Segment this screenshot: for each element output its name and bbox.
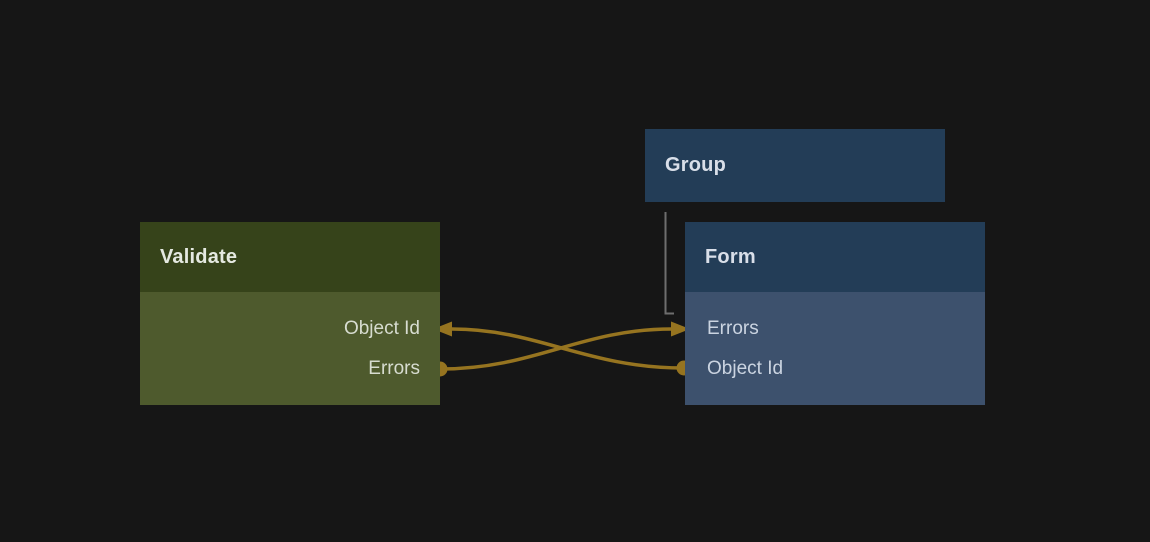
node-group-header[interactable]: Group [645,129,945,202]
node-form-header[interactable]: Form [685,222,985,292]
node-validate-header[interactable]: Validate [140,222,440,292]
field-form-object-id[interactable]: Object Id [707,358,784,379]
node-group[interactable]: Group [645,129,945,202]
node-validate-title: Validate [160,245,238,268]
field-validate-object-id[interactable]: Object Id [343,318,420,339]
node-form[interactable]: Form Errors Object Id [685,222,985,405]
field-form-errors[interactable]: Errors [707,318,759,339]
node-validate-body: Object Id Errors [140,292,440,405]
node-form-body: Errors Object Id [685,292,985,405]
wire-validate-errors-to-form-errors[interactable] [439,327,673,371]
node-group-title: Group [665,154,726,176]
arrowhead-validate-objectid[interactable] [433,321,452,337]
field-validate-errors[interactable]: Errors [368,358,420,379]
node-form-title: Form [705,245,756,268]
node-validate[interactable]: Validate Object Id Errors [140,222,440,405]
arrowhead-form-errors[interactable] [671,321,690,337]
group-to-form-link[interactable] [664,212,675,315]
wire-form-objectid-to-validate-objectid[interactable] [451,327,685,370]
